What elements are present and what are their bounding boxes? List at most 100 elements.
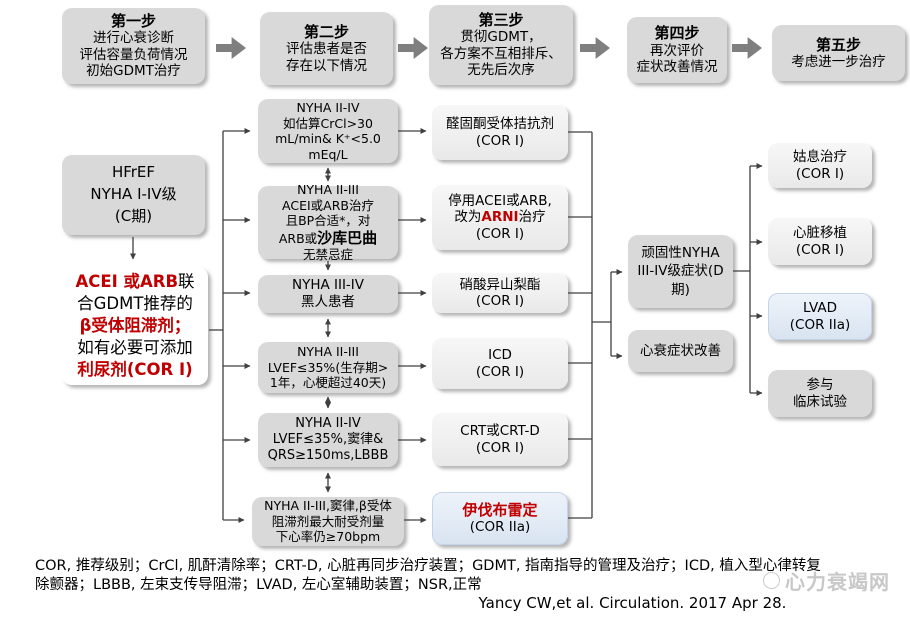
step-1-box: 第一步 进行心衰诊断 评估容量负荷情况 初始GDMT治疗 <box>62 8 205 84</box>
further-line: (COR I) <box>795 165 845 182</box>
step-2-line: 存在以下情况 <box>286 57 367 74</box>
step-5-title: 第五步 <box>815 35 861 54</box>
further-line: (COR IIa) <box>789 316 851 333</box>
acei-line: 利尿剂(COR I) <box>77 359 193 379</box>
cond-line: NYHA II-IV <box>295 415 361 431</box>
step-4-line: 再次评价 <box>650 42 704 59</box>
outcome-improved-box: 心衰症状改善 <box>628 330 733 372</box>
hfref-stage-box: HFrEF NYHA I-IV级 (C期) <box>62 155 205 235</box>
treat-line: (COR IIa) <box>469 519 531 536</box>
step-2-title: 第二步 <box>303 22 349 41</box>
cond-line: NYHA II-III <box>297 344 359 360</box>
hfref-line: (C期) <box>114 206 153 225</box>
step-4-line: 症状改善情况 <box>636 59 718 76</box>
step-arrow-icon <box>580 37 610 59</box>
step-5-line: 考虑进一步治疗 <box>791 53 886 70</box>
further-lvad-box: LVAD (COR IIa) <box>768 293 872 340</box>
treat-line: (COR I) <box>475 439 525 456</box>
cond-line: NYHA II-III <box>297 182 359 198</box>
treat-line: 伊伐布雷定 <box>462 501 538 520</box>
further-line: (COR I) <box>795 241 845 258</box>
treat-line: 醛固酮受体拮抗剂 <box>446 116 554 133</box>
cond-line: mL/min& K⁺<5.0 <box>275 131 381 146</box>
watermark-text: 心力衰竭网 <box>785 569 890 594</box>
further-clinical-trial-box: 参与 临床试验 <box>768 370 872 417</box>
treat-line: (COR I) <box>475 132 525 149</box>
cond-line: QRS≥150ms,LBBB <box>267 448 389 464</box>
step-2-line: 评估患者是否 <box>286 41 367 58</box>
acei-line: β受体阻滞剂； <box>79 316 191 336</box>
treat-line: 改为ARNI治疗 <box>454 209 545 225</box>
cond-line: 黑人患者 <box>301 294 355 310</box>
treat-line: (COR I) <box>475 225 525 242</box>
treat-text: 治疗 <box>518 209 546 226</box>
outcome-refractory-box: 顽固性NYHA III-IV级症状(D 期) <box>628 235 733 308</box>
cond-line: LVEF≤35%,窦律& <box>272 431 384 447</box>
cond-line: ARB或沙库巴曲 <box>279 229 377 248</box>
footnote-line: 除颤器；LBBB, 左束支传导阻滞；LVAD, 左心室辅助装置；NSR,正常 <box>35 576 482 593</box>
watermark: 心力衰竭网 <box>763 562 910 598</box>
abbreviation-footnote: COR, 推荐级别；CrCl, 肌酐清除率；CRT-D, 心脏再同步治疗装置；G… <box>35 557 885 595</box>
further-palliative-box: 姑息治疗 (COR I) <box>768 143 872 188</box>
further-transplant-box: 心脏移植 (COR I) <box>768 218 872 265</box>
condition-arni-eligible-box: NYHA II-III ACEI或ARB治疗 且BP合适*，对 ARB或沙库巴曲… <box>258 182 398 262</box>
acei-arb-therapy-box: ACEI 或ARB联 合GDMT推荐的 β受体阻滞剂； 如有必要可添加 利尿剂(… <box>62 267 208 385</box>
cond-line: ACEI或ARB治疗 <box>282 197 374 213</box>
cond-line: 1年，心梗超过40天) <box>269 375 387 391</box>
further-line: 参与 <box>806 377 834 394</box>
further-line: LVAD <box>802 300 838 317</box>
step-arrow-icon <box>732 37 762 59</box>
further-line: 姑息治疗 <box>793 149 847 166</box>
outcome-line: 心衰症状改善 <box>640 342 721 359</box>
cond-bold-text: 沙库巴曲 <box>317 228 378 247</box>
treatment-crt-box: CRT或CRT-D (COR I) <box>432 413 568 466</box>
hfref-line: HFrEF <box>111 163 156 182</box>
cond-line: 下心率仍≥70bpm <box>275 529 381 545</box>
treat-line: 硝酸异山梨酯 <box>459 276 541 293</box>
acei-line: 如有必要可添加 <box>77 337 193 357</box>
acei-black-text: 联 <box>178 272 195 292</box>
condition-heart-rate-box: NYHA II-III,窦律,β受体 阻滞剂最大耐受剂量 下心率仍≥70bpm <box>252 497 404 546</box>
cond-line: LVEF≤35%(生存期> <box>267 359 389 375</box>
cond-line: 阻滞剂最大耐受剂量 <box>271 513 385 529</box>
step-3-line: 各方案不互相排斥、 <box>440 45 562 62</box>
cond-line: mEq/L <box>308 146 348 162</box>
cond-text: ARB或 <box>278 230 318 246</box>
step-4-box: 第四步 再次评价 症状改善情况 <box>627 17 727 83</box>
treatment-icd-box: ICD (COR I) <box>432 338 568 389</box>
step-2-box: 第二步 评估患者是否 存在以下情况 <box>260 12 393 85</box>
treatment-isosorbide-box: 硝酸异山梨酯 (COR I) <box>432 273 568 313</box>
cond-line: 且BP合适*，对 <box>285 213 371 229</box>
treatment-aldosterone-box: 醛固酮受体拮抗剂 (COR I) <box>432 105 568 160</box>
treat-line: (COR I) <box>475 293 525 309</box>
condition-black-patient-box: NYHA III-IV 黑人患者 <box>258 275 398 313</box>
treatment-ivabradine-box: 伊伐布雷定 (COR IIa) <box>432 492 568 545</box>
cond-line: 如估算CrCl>30 <box>283 115 373 131</box>
step-3-box: 第三步 贯彻GDMT， 各方案不互相排斥、 无先后次序 <box>429 5 573 85</box>
step-1-line: 初始GDMT治疗 <box>86 63 181 80</box>
step-3-line: 贯彻GDMT， <box>460 29 542 46</box>
condition-lvef-crt-box: NYHA II-IV LVEF≤35%,窦律& QRS≥150ms,LBBB <box>258 413 398 467</box>
cond-line: NYHA II-IV <box>296 100 360 115</box>
cond-line: NYHA II-III,窦律,β受体 <box>264 498 392 514</box>
step-1-line: 评估容量负荷情况 <box>79 46 188 63</box>
condition-crcl-box: NYHA II-IV 如估算CrCl>30 mL/min& K⁺<5.0 mEq… <box>258 99 398 163</box>
watermark-logo-icon <box>763 571 780 589</box>
step-arrow-icon <box>398 37 428 59</box>
treat-red-text: ARNI <box>481 209 519 226</box>
treat-line: (COR I) <box>475 363 525 380</box>
condition-lvef-icd-box: NYHA II-III LVEF≤35%(生存期> 1年，心梗超过40天) <box>258 342 398 393</box>
step-3-title: 第三步 <box>478 11 524 30</box>
outcome-line: 期) <box>671 281 690 298</box>
treat-line: 停用ACEI或ARB, <box>448 192 552 209</box>
cond-line: 无禁忌症 <box>302 247 353 263</box>
acei-line: 合GDMT推荐的 <box>77 294 193 314</box>
step-1-line: 进行心衰诊断 <box>93 30 174 47</box>
treat-line: CRT或CRT-D <box>460 423 540 440</box>
step-arrow-icon <box>216 37 246 59</box>
step-1-title: 第一步 <box>110 12 156 31</box>
treat-line: ICD <box>488 347 512 364</box>
citation-text: Yancy CW,et al. Circulation. 2017 Apr 28… <box>478 594 787 612</box>
footnote-line: COR, 推荐级别；CrCl, 肌酐清除率；CRT-D, 心脏再同步治疗装置；G… <box>35 558 821 574</box>
